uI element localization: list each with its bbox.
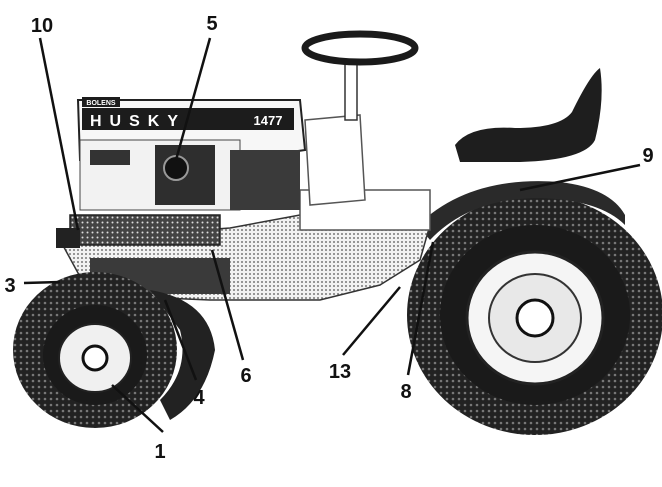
leader-line-1: [111, 384, 164, 433]
hood-badge-text: BOLENS: [86, 100, 116, 107]
callout-10: 10: [31, 15, 53, 37]
engine-side: [79, 139, 300, 211]
hood-brand-text: HUSKY: [90, 113, 186, 130]
rear-wheel: [407, 195, 662, 435]
callout-5: 5: [206, 13, 217, 35]
callout-4: 4: [193, 387, 205, 409]
callout-labels: 1 3 4 5 6 8 9 10 13: [4, 13, 653, 463]
callout-8: 8: [400, 381, 411, 403]
front-grille: [56, 214, 221, 248]
callout-6: 6: [240, 365, 251, 387]
leader-line-3: [23, 280, 61, 285]
leader-line-6: [210, 249, 245, 361]
leader-line-8: [406, 241, 435, 376]
front-wheel: [13, 272, 215, 428]
leader-line-9: [519, 163, 641, 192]
callout-1: 1: [154, 441, 165, 463]
hood-badge-plate: [82, 97, 120, 107]
hood-model-text: 1477: [254, 113, 283, 128]
seat: [455, 68, 602, 162]
leader-line-4: [163, 299, 198, 381]
callout-leaders: [23, 37, 641, 433]
callout-13: 13: [329, 361, 351, 383]
leader-line-5: [174, 37, 212, 161]
leader-line-13: [342, 286, 401, 356]
callout-3: 3: [4, 275, 15, 297]
callout-9: 9: [642, 145, 653, 167]
rear-fender: [418, 181, 625, 240]
leader-line-10: [38, 37, 80, 231]
steering-assembly: [301, 30, 419, 206]
